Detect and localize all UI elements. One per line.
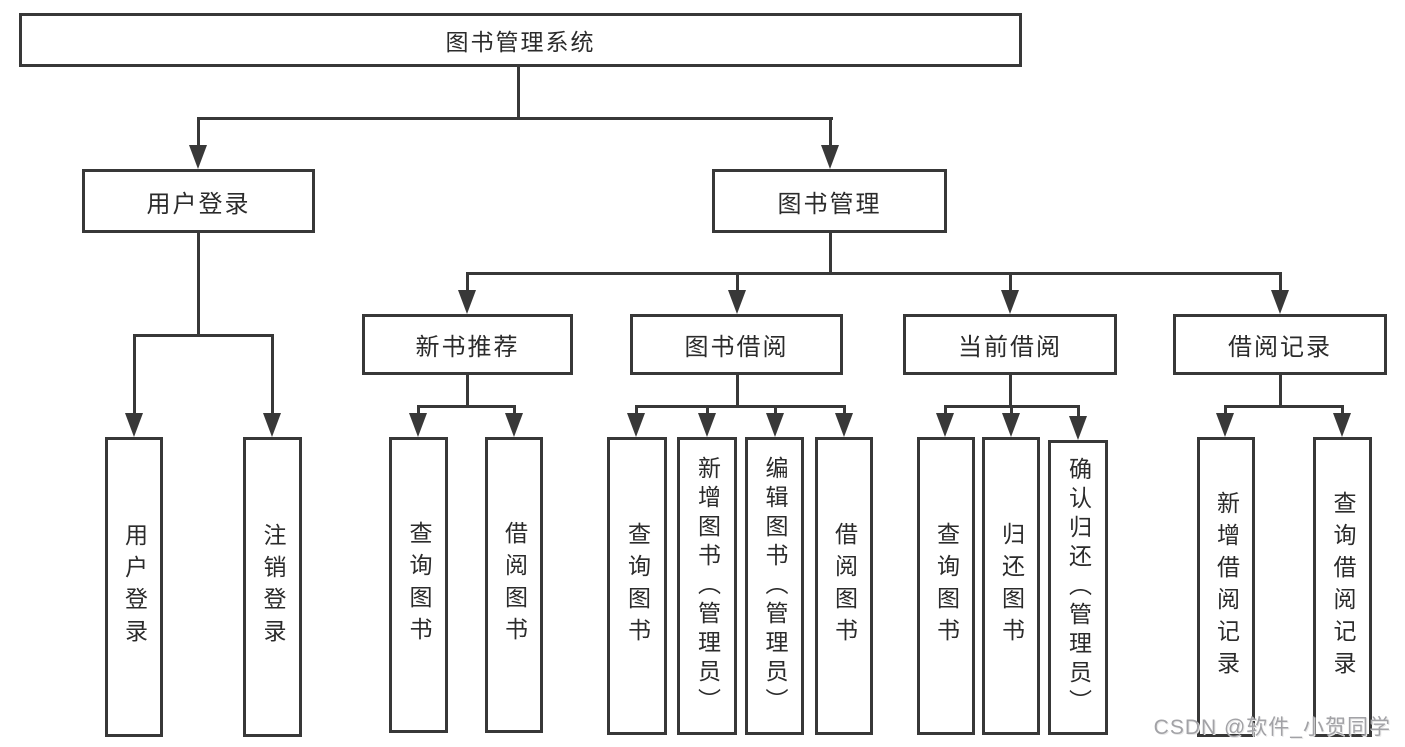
arrow-down-icon — [698, 413, 716, 437]
node-label: 图书借阅 — [684, 334, 789, 361]
leaf-query-borrow-record: 查询借阅记录 — [1313, 437, 1372, 737]
leaf-label: 查询图书 — [406, 521, 432, 649]
leaf-label: 查询图书 — [933, 522, 960, 650]
node-label: 当前借阅 — [958, 334, 1062, 361]
connector-line-vertical — [828, 117, 832, 151]
leaf-add-borrow-record: 新增借阅记录 — [1197, 437, 1255, 737]
arrow-down-icon — [505, 413, 523, 437]
leaf-add-book-admin: 新增图书（管理员） — [677, 437, 737, 735]
node-current-borrowing: 当前借阅 — [903, 314, 1117, 375]
connector-line-vertical — [1076, 405, 1080, 422]
arrow-down-icon — [936, 413, 954, 437]
connector-line-vertical — [1009, 405, 1013, 419]
arrow-down-icon — [627, 413, 645, 437]
leaf-query-books-3: 查询图书 — [917, 437, 975, 735]
connector-line-vertical — [735, 375, 739, 407]
connector-line-vertical — [416, 405, 420, 419]
node-user-login: 用户登录 — [82, 169, 315, 233]
leaf-label: 借阅图书 — [501, 521, 528, 649]
arrow-down-icon — [1333, 413, 1351, 437]
arrow-down-icon — [125, 413, 143, 437]
node-label: 新书推荐 — [415, 334, 520, 361]
arrow-down-icon — [458, 290, 476, 314]
leaf-label: 确认归还（管理员） — [1065, 457, 1092, 718]
node-label: 用户登录 — [146, 190, 251, 218]
arrow-down-icon — [728, 290, 746, 314]
connector-line-vertical — [196, 117, 200, 151]
leaf-query-books-1: 查询图书 — [389, 437, 448, 733]
arrow-down-icon — [821, 145, 839, 169]
node-label: 借阅记录 — [1228, 334, 1332, 361]
connector-line-vertical — [773, 405, 777, 419]
arrow-down-icon — [1271, 290, 1289, 314]
arrow-down-icon — [1069, 416, 1087, 440]
arrow-down-icon — [263, 413, 281, 437]
leaf-label: 查询借阅记录 — [1330, 491, 1356, 683]
connector-line-vertical — [270, 334, 274, 419]
leaf-label: 借阅图书 — [831, 522, 858, 650]
node-library-management-system: 图书管理系统 — [19, 13, 1022, 67]
connector-line-vertical — [842, 405, 846, 419]
connector-line-vertical — [1278, 375, 1282, 407]
leaf-label: 编辑图书（管理员） — [762, 455, 788, 717]
leaf-confirm-return-admin: 确认归还（管理员） — [1048, 440, 1108, 735]
connector-line-vertical — [465, 375, 469, 407]
leaf-label: 用户登录 — [121, 523, 148, 651]
arrow-down-icon — [1216, 413, 1234, 437]
arrow-down-icon — [1001, 290, 1019, 314]
arrow-down-icon — [189, 145, 207, 169]
csdn-watermark: CSDN @软件_小贺同学 — [1153, 716, 1391, 739]
arrow-down-icon — [1002, 413, 1020, 437]
leaf-user-login: 用户登录 — [105, 437, 163, 737]
node-book-borrowing: 图书借阅 — [630, 314, 843, 375]
leaf-query-books-2: 查询图书 — [607, 437, 667, 735]
leaf-label: 新增图书（管理员） — [694, 455, 721, 717]
leaf-logout: 注销登录 — [243, 437, 302, 737]
connector-line-vertical — [1340, 405, 1344, 419]
connector-line-vertical — [1008, 272, 1012, 296]
connector-line-vertical — [943, 405, 947, 419]
arrow-down-icon — [835, 413, 853, 437]
connector-line-horizontal — [132, 334, 274, 337]
connector-line-horizontal — [465, 272, 1282, 275]
connector-line-vertical — [828, 233, 832, 274]
leaf-borrow-books-2: 借阅图书 — [815, 437, 873, 735]
arrow-down-icon — [409, 413, 427, 437]
node-borrowing-records: 借阅记录 — [1173, 314, 1387, 375]
connector-line-vertical — [465, 272, 469, 296]
connector-line-vertical — [705, 405, 709, 419]
connector-line-vertical — [196, 233, 200, 336]
arrow-down-icon — [766, 413, 784, 437]
leaf-return-books: 归还图书 — [982, 437, 1040, 735]
connector-line-horizontal — [1223, 405, 1344, 408]
leaf-label: 新增借阅记录 — [1213, 491, 1240, 683]
connector-line-vertical — [512, 405, 516, 419]
node-label: 图书管理系统 — [445, 29, 596, 55]
leaf-label: 注销登录 — [260, 523, 286, 651]
leaf-borrow-books-1: 借阅图书 — [485, 437, 543, 733]
leaf-label: 查询图书 — [624, 522, 651, 650]
connector-line-vertical — [1223, 405, 1227, 419]
connector-line-vertical — [1278, 272, 1282, 296]
node-new-book-recommend: 新书推荐 — [362, 314, 573, 375]
connector-line-vertical — [634, 405, 638, 419]
node-book-management: 图书管理 — [712, 169, 947, 233]
node-label: 图书管理 — [777, 190, 882, 218]
connector-line-vertical — [517, 67, 520, 119]
connector-line-vertical — [735, 272, 739, 296]
leaf-edit-book-admin: 编辑图书（管理员） — [745, 437, 804, 735]
connector-line-vertical — [1008, 375, 1012, 407]
connector-line-horizontal — [417, 405, 516, 408]
connector-line-vertical — [132, 334, 136, 419]
connector-line-horizontal — [197, 117, 833, 120]
leaf-label: 归还图书 — [998, 522, 1025, 650]
connector-line-horizontal — [634, 405, 846, 408]
